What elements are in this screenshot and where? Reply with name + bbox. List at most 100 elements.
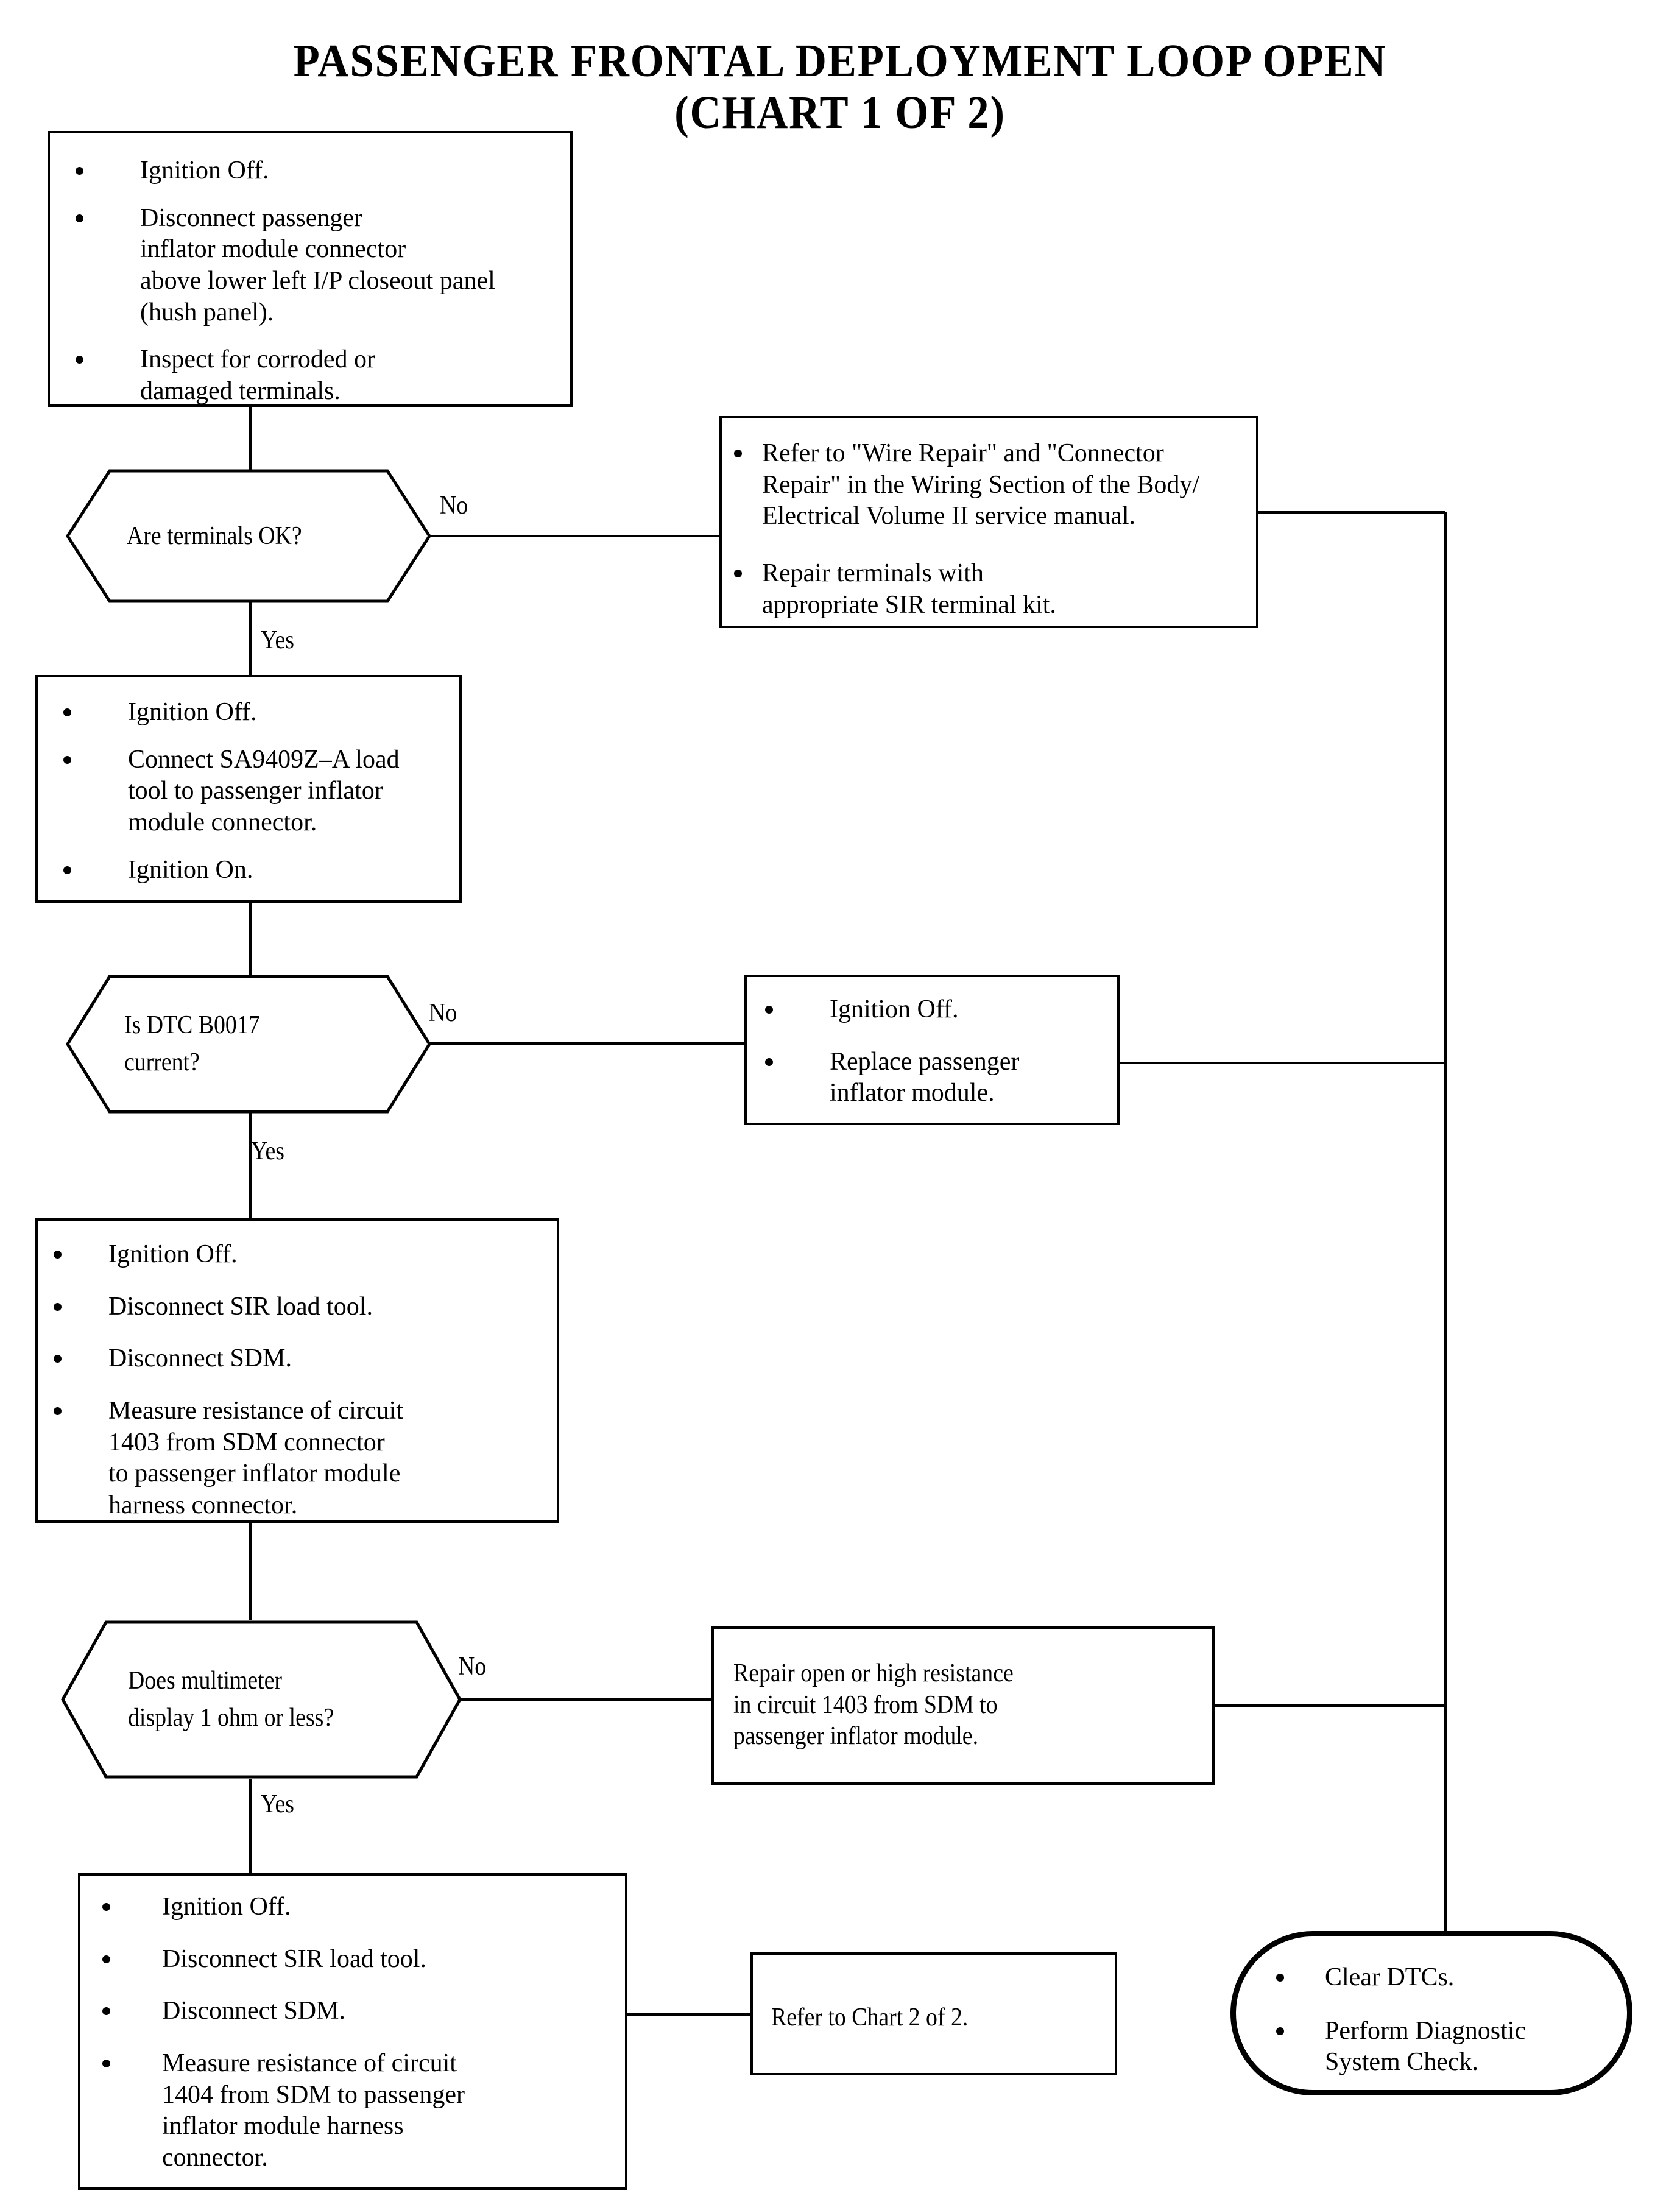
refer-chart2-text: Refer to Chart 2 of 2. — [771, 2003, 969, 2032]
hexagon-shape — [66, 975, 431, 1114]
step1-bullet-2: Inspect for corroded or damaged terminal… — [140, 345, 375, 405]
repair-terminals-bullet-list: Refer to "Wire Repair" and "Connector Re… — [730, 438, 1248, 621]
bullet-icon — [54, 1407, 62, 1415]
bullet-icon — [102, 2059, 110, 2067]
bullet-icon — [765, 1006, 773, 1014]
bullet-icon — [54, 1302, 62, 1311]
process-box-repair-open[interactable]: Repair open or high resistance in circui… — [711, 1626, 1215, 1785]
repair-terminals-bullet-1: Repair terminals with appropriate SIR te… — [762, 559, 1056, 619]
step4-bullet-1: Disconnect SIR load tool. — [162, 1944, 426, 1973]
step2-bullet-list: Ignition Off. Connect SA9409Z–A load too… — [56, 697, 451, 886]
hexagon-shape — [66, 469, 431, 603]
list-item: Disconnect passenger inflator module con… — [68, 203, 558, 329]
replace-module-bullet-0: Ignition Off. — [830, 995, 959, 1023]
edge-label-yes-1: Yes — [261, 626, 295, 654]
list-item: Measure resistance of circuit 1404 from … — [89, 2048, 616, 2174]
bullet-icon — [1276, 2027, 1284, 2035]
edge-label-no-2: No — [429, 999, 457, 1027]
list-item: Connect SA9409Z–A load tool to passenger… — [56, 744, 451, 839]
process-box-replace-module[interactable]: Ignition Off. Replace passenger inflator… — [744, 975, 1120, 1125]
bullet-icon — [765, 1057, 773, 1066]
step2-bullet-2: Ignition On. — [128, 855, 253, 884]
list-item: Ignition Off. — [89, 1891, 616, 1923]
terminator-bullet-0: Clear DTCs. — [1325, 1963, 1455, 1991]
process-box-step1[interactable]: Ignition Off. Disconnect passenger infla… — [48, 131, 573, 407]
decision2-line-1: current? — [124, 1048, 200, 1076]
bullet-icon — [63, 866, 71, 874]
bullet-icon — [76, 167, 83, 175]
step3-bullet-0: Ignition Off. — [108, 1240, 238, 1268]
list-item: Ignition Off. — [758, 994, 1109, 1026]
step2-bullet-1: Connect SA9409Z–A load tool to passenger… — [128, 745, 400, 836]
step3-bullet-1: Disconnect SIR load tool. — [108, 1292, 373, 1321]
bullet-icon — [76, 356, 83, 364]
decision3-line-0: Does multimeter — [128, 1667, 282, 1695]
step4-bullet-2: Disconnect SDM. — [162, 1997, 345, 2025]
edge-label-yes-3: Yes — [261, 1790, 295, 1818]
list-item: Repair terminals with appropriate SIR te… — [730, 558, 1248, 621]
step4-bullet-3: Measure resistance of circuit 1404 from … — [162, 2049, 465, 2172]
title-line-2: (CHART 1 OF 2) — [674, 87, 1006, 139]
edge-label-no-1: No — [440, 492, 468, 520]
bullet-icon — [54, 1251, 62, 1259]
replace-module-bullet-1: Replace passenger inflator module. — [830, 1047, 1020, 1107]
decision1-label-wrap: Are terminals OK? — [66, 469, 431, 603]
list-item: Ignition Off. — [68, 155, 558, 187]
hexagon-shape — [61, 1620, 462, 1779]
decision-hexagon-terminals-ok[interactable]: Are terminals OK? — [66, 469, 431, 603]
bullet-icon — [734, 450, 742, 457]
list-item: Replace passenger inflator module. — [758, 1047, 1109, 1109]
edge-label-no-3: No — [458, 1653, 487, 1681]
list-item: Inspect for corroded or damaged terminal… — [68, 344, 558, 407]
list-item: Ignition Off. — [56, 697, 451, 729]
terminator-bullet-list: Clear DTCs. Perform Diagnostic System Ch… — [1247, 1962, 1618, 2078]
replace-module-bullet-list: Ignition Off. Replace passenger inflator… — [758, 994, 1109, 1109]
terminator-bullet-1: Perform Diagnostic System Check. — [1325, 2016, 1526, 2077]
bullet-icon — [1276, 1974, 1284, 1982]
list-item: Ignition On. — [56, 855, 451, 886]
list-item: Disconnect SDM. — [89, 1996, 616, 2027]
step3-bullet-2: Disconnect SDM. — [108, 1344, 292, 1373]
decision1-line-0: Are terminals OK? — [127, 521, 302, 550]
list-item: Ignition Off. — [46, 1239, 548, 1271]
process-box-step2[interactable]: Ignition Off. Connect SA9409Z–A load too… — [35, 675, 462, 903]
decision-hexagon-multimeter[interactable]: Does multimeter display 1 ohm or less? — [61, 1620, 462, 1779]
bullet-icon — [54, 1355, 62, 1363]
terminator-clear-dtcs[interactable]: Clear DTCs. Perform Diagnostic System Ch… — [1230, 1931, 1632, 2095]
bullet-icon — [63, 755, 71, 764]
list-item: Disconnect SDM. — [46, 1343, 548, 1375]
bullet-icon — [102, 2007, 110, 2016]
list-item: Measure resistance of circuit 1403 from … — [46, 1396, 548, 1522]
list-item: Disconnect SIR load tool. — [89, 1944, 616, 1975]
step3-bullet-list: Ignition Off. Disconnect SIR load tool. … — [46, 1239, 548, 1522]
bullet-icon — [76, 214, 83, 222]
bullet-icon — [102, 1955, 110, 1963]
bullet-icon — [102, 1903, 110, 1911]
page-title: PASSENGER FRONTAL DEPLOYMENT LOOP OPEN (… — [0, 35, 1680, 139]
process-box-refer-chart2[interactable]: Refer to Chart 2 of 2. — [750, 1952, 1117, 2075]
list-item: Perform Diagnostic System Check. — [1247, 2016, 1618, 2078]
list-item: Disconnect SIR load tool. — [46, 1291, 548, 1323]
decision2-line-0: Is DTC B0017 — [124, 1011, 260, 1040]
process-box-step4[interactable]: Ignition Off. Disconnect SIR load tool. … — [78, 1873, 627, 2190]
process-box-repair-terminals[interactable]: Refer to "Wire Repair" and "Connector Re… — [719, 416, 1258, 628]
step1-bullet-1: Disconnect passenger inflator module con… — [140, 203, 495, 327]
decision2-label-wrap: Is DTC B0017 current? — [66, 975, 431, 1114]
list-item: Clear DTCs. — [1247, 1962, 1618, 1994]
step1-bullet-0: Ignition Off. — [140, 157, 269, 185]
decision3-line-1: display 1 ohm or less? — [128, 1704, 334, 1732]
bullet-icon — [734, 569, 742, 577]
process-box-step3[interactable]: Ignition Off. Disconnect SIR load tool. … — [35, 1218, 559, 1523]
title-line-1: PASSENGER FRONTAL DEPLOYMENT LOOP OPEN — [293, 35, 1387, 86]
step2-bullet-0: Ignition Off. — [128, 698, 257, 726]
repair-terminals-bullet-0: Refer to "Wire Repair" and "Connector Re… — [762, 439, 1200, 531]
decision3-label-wrap: Does multimeter display 1 ohm or less? — [61, 1620, 462, 1779]
step4-bullet-0: Ignition Off. — [162, 1893, 291, 1921]
edge-label-yes-2: Yes — [251, 1137, 285, 1165]
bullet-icon — [63, 708, 71, 716]
repair-open-text: Repair open or high resistance in circui… — [733, 1659, 1014, 1751]
decision-hexagon-dtc-b0017[interactable]: Is DTC B0017 current? — [66, 975, 431, 1114]
step1-bullet-list: Ignition Off. Disconnect passenger infla… — [68, 155, 558, 408]
step3-bullet-3: Measure resistance of circuit 1403 from … — [108, 1396, 403, 1519]
